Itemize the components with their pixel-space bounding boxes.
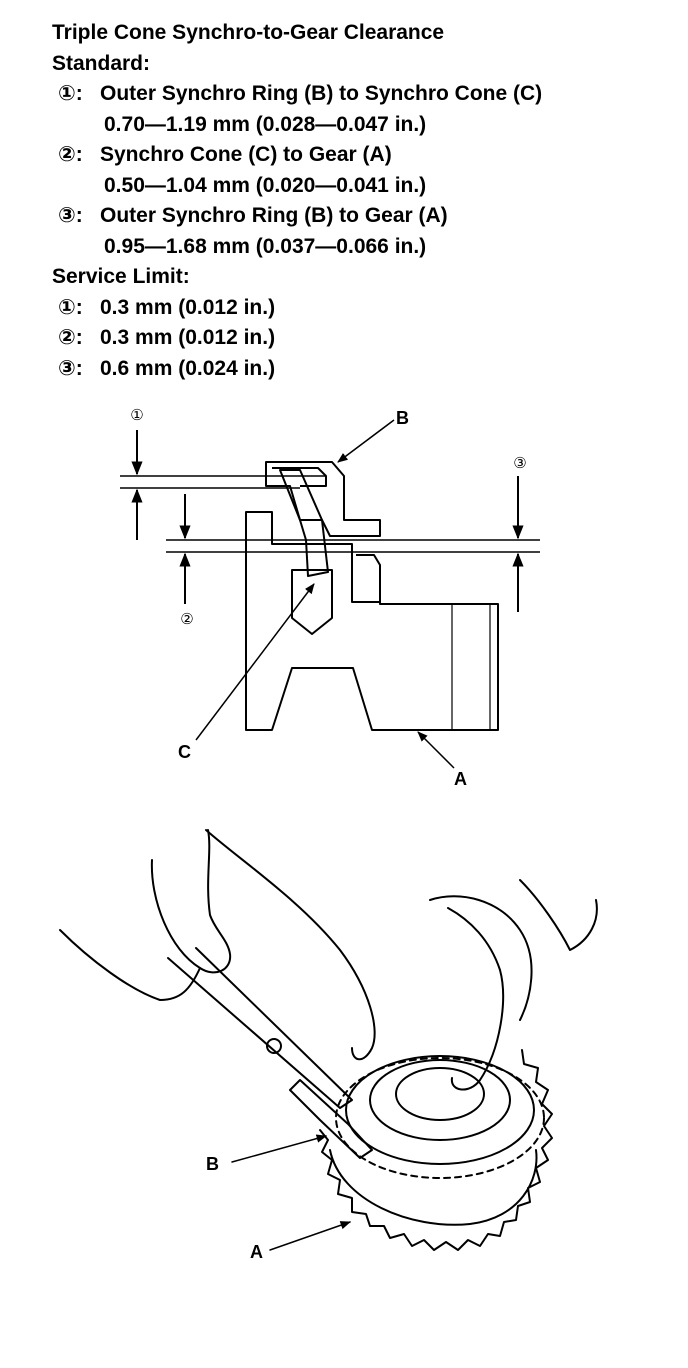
label-b2: B [206, 1154, 219, 1174]
feeler-gauge-pivot [266, 1038, 282, 1054]
limit-item-number: ①: [58, 295, 83, 319]
leader-a2 [269, 1221, 351, 1251]
limit-item-value: 0.3 mm (0.012 in.) [100, 295, 276, 319]
service-limit-heading: Service Limit: [52, 265, 190, 288]
synchro-ring-b [345, 1055, 535, 1165]
label-a2: A [250, 1242, 263, 1262]
synchro-cone-bore [395, 1067, 485, 1121]
limit-item-3: ③: 0.6 mm (0.024 in.) [52, 354, 672, 385]
label-b: B [396, 408, 409, 428]
synchro-ring-teeth [335, 1057, 545, 1179]
specification-text: Triple Cone Synchro-to-Gear Clearance St… [52, 18, 672, 384]
synchro-ring-b-inner [369, 1059, 511, 1141]
standard-item-number: ①: [58, 82, 83, 105]
limit-item-value: 0.6 mm (0.024 in.) [100, 356, 276, 380]
standard-item-number: ②: [58, 143, 83, 166]
hand-left-finger [150, 829, 232, 974]
standard-item-3: ③: Outer Synchro Ring (B) to Gear (A) [52, 201, 672, 232]
limit-item-2: ②: 0.3 mm (0.012 in.) [52, 323, 672, 354]
hand-right-palm [519, 879, 598, 951]
marker-3-label: ③ [513, 455, 526, 472]
label-c: C [178, 742, 191, 762]
marker-2-label: ② [180, 611, 193, 628]
standard-item-1-value: 0.70—1.19 mm (0.028—0.047 in.) [104, 112, 427, 136]
standard-item-text: Outer Synchro Ring (B) to Gear (A) [100, 204, 448, 227]
feeler-gauge-illustration: B A [59, 829, 598, 1262]
leader-c [195, 583, 315, 741]
spec-title: Triple Cone Synchro-to-Gear Clearance [52, 21, 445, 44]
gear-a-shoulder [356, 554, 381, 602]
gear-a-outline [245, 511, 499, 731]
leader-b [337, 419, 395, 463]
marker-1-label: ① [130, 407, 143, 424]
label-a: A [454, 769, 467, 789]
feeler-gauge-blade [167, 947, 353, 1109]
hand-thumb [205, 829, 376, 1061]
gear-a-face [329, 1149, 538, 1226]
clearance-cross-section-diagram: ① ② ③ B C A [120, 407, 540, 789]
hand-right-fingers [429, 895, 533, 1091]
standard-item-2: ②: Synchro Cone (C) to Gear (A) [52, 140, 672, 171]
gear-a-teeth [319, 1049, 553, 1251]
feeler-gauge-tip [289, 1079, 373, 1159]
leader-a [417, 731, 455, 769]
standard-item-text: Outer Synchro Ring (B) to Synchro Cone (… [100, 82, 543, 105]
limit-item-1: ①: 0.3 mm (0.012 in.) [52, 293, 672, 324]
standard-item-2-value: 0.50—1.04 mm (0.020—0.041 in.) [104, 173, 427, 197]
standard-heading: Standard: [52, 51, 151, 75]
synchro-cone-c-outline [279, 469, 329, 577]
limit-item-number: ③: [58, 356, 83, 380]
standard-item-text: Synchro Cone (C) to Gear (A) [100, 143, 392, 166]
limit-item-number: ②: [58, 326, 83, 349]
synchro-cone-c-tip [291, 569, 333, 635]
limit-item-value: 0.3 mm (0.012 in.) [100, 326, 276, 349]
standard-item-1: ①: Outer Synchro Ring (B) to Synchro Cone… [52, 79, 672, 110]
standard-item-number: ③: [58, 204, 83, 227]
hand-left-finger-2 [59, 929, 201, 1001]
leader-b2 [231, 1134, 328, 1163]
standard-item-3-value: 0.95—1.68 mm (0.037—0.066 in.) [104, 234, 427, 258]
